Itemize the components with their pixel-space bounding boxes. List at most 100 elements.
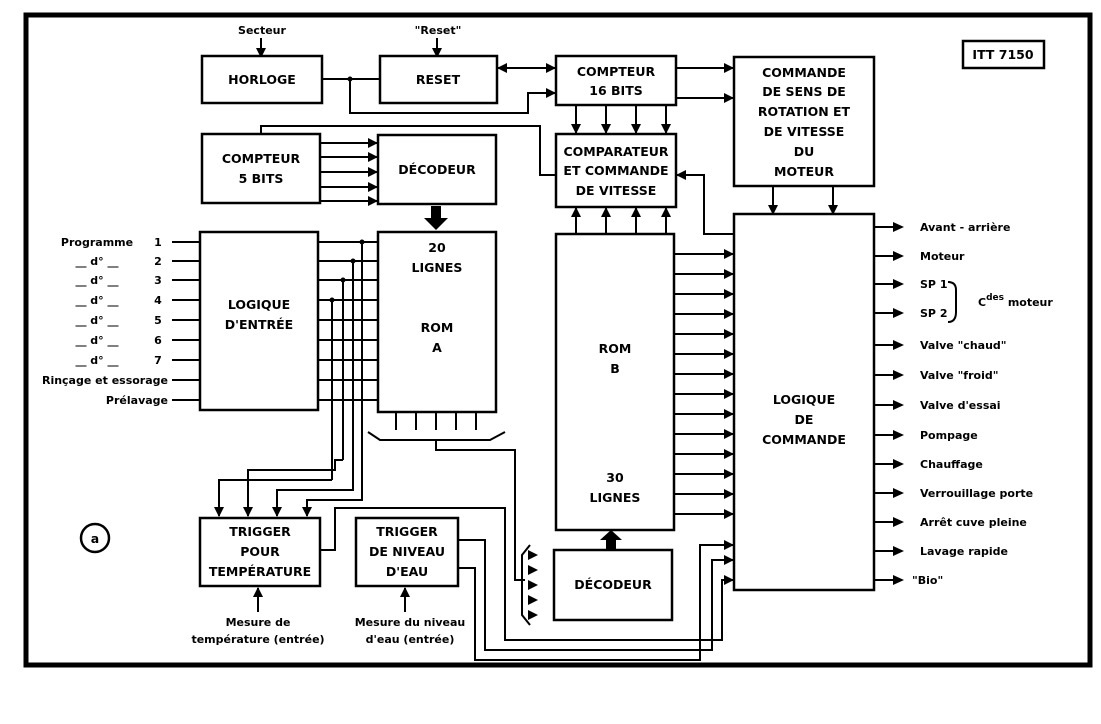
arrowhead: [724, 409, 734, 419]
output-label: SP 2: [920, 307, 947, 320]
program-input-number: 3: [154, 274, 162, 287]
svg-text:COMPTEUR: COMPTEUR: [222, 151, 301, 166]
svg-text:DE VITESSE: DE VITESSE: [576, 183, 657, 198]
svg-text:DÉCODEUR: DÉCODEUR: [574, 577, 652, 592]
program-input-label: __ d° __: [75, 354, 119, 367]
block-rom-a: 20 LIGNES ROM A: [376, 230, 498, 414]
water-level-input-label-2: d'eau (entrée): [366, 633, 455, 646]
output-label: Arrêt cuve pleine: [920, 516, 1027, 529]
svg-text:LIGNES: LIGNES: [590, 490, 641, 505]
output-label: "Bio": [912, 574, 943, 587]
svg-text:LOGIQUE: LOGIQUE: [773, 392, 835, 407]
arrowhead: [724, 509, 734, 519]
block-trigger-temperature: TRIGGER POUR TEMPÉRATURE: [198, 516, 322, 588]
svg-text:5 BITS: 5 BITS: [239, 171, 284, 186]
arrowhead: [724, 389, 734, 399]
sp-bracket-label: Cdes moteur: [978, 293, 1053, 309]
block-reset: RESET: [378, 54, 499, 105]
block-comparateur: COMPARATEUR ET COMMANDE DE VITESSE: [554, 132, 678, 209]
arrowhead: [893, 546, 904, 556]
svg-text:COMPTEUR: COMPTEUR: [577, 64, 656, 79]
svg-text:ROM: ROM: [421, 320, 454, 335]
svg-text:16 BITS: 16 BITS: [589, 83, 642, 98]
svg-text:TRIGGER: TRIGGER: [229, 524, 291, 539]
output-label: Pompage: [920, 429, 978, 442]
svg-text:B: B: [610, 361, 620, 376]
svg-text:RESET: RESET: [416, 72, 461, 87]
program-input-label: Prélavage: [106, 394, 168, 407]
input-secteur-label: Secteur: [238, 24, 286, 37]
block-decodeur-a: DÉCODEUR: [376, 133, 498, 206]
program-input-number: 5: [154, 314, 162, 327]
input-reset-label: "Reset": [415, 24, 462, 37]
svg-text:COMMANDE: COMMANDE: [762, 432, 846, 447]
reference-label: ITT 7150: [972, 47, 1033, 62]
program-input-number: 1: [154, 236, 162, 249]
svg-text:D'ENTRÉE: D'ENTRÉE: [225, 317, 293, 332]
arrowhead: [893, 308, 904, 318]
output-label: Chauffage: [920, 458, 983, 471]
program-input-number: 6: [154, 334, 162, 347]
arrowhead: [724, 349, 734, 359]
program-input-label: __ d° __: [75, 274, 119, 287]
program-input-label: __ d° __: [75, 314, 119, 327]
sp-bracket: Cdes moteur: [947, 281, 1053, 323]
output-label: Moteur: [920, 250, 965, 263]
svg-text:TRIGGER: TRIGGER: [376, 524, 438, 539]
arrowhead: [893, 251, 904, 261]
svg-text:TEMPÉRATURE: TEMPÉRATURE: [209, 564, 311, 579]
svg-text:POUR: POUR: [240, 544, 280, 559]
output-label: Valve "froid": [920, 369, 998, 382]
output-label: SP 1: [920, 278, 947, 291]
reference-tag: ITT 7150: [961, 39, 1046, 70]
arrowhead: [893, 459, 904, 469]
arrowhead: [893, 400, 904, 410]
arrowhead: [724, 369, 734, 379]
svg-text:LIGNES: LIGNES: [412, 260, 463, 275]
svg-text:DE VITESSE: DE VITESSE: [764, 124, 845, 139]
svg-text:DE: DE: [795, 412, 814, 427]
svg-text:DÉCODEUR: DÉCODEUR: [398, 162, 476, 177]
arrowhead: [893, 279, 904, 289]
svg-text:30: 30: [606, 470, 624, 485]
arrowhead: [724, 449, 734, 459]
svg-text:LOGIQUE: LOGIQUE: [228, 297, 290, 312]
figure-label: a: [79, 522, 111, 554]
program-input-label: Rinçage et essorage: [42, 374, 168, 387]
arrowhead: [724, 429, 734, 439]
svg-text:DE SENS DE: DE SENS DE: [762, 84, 846, 99]
block-horloge: HORLOGE: [200, 54, 324, 105]
block-trigger-niveau-eau: TRIGGER DE NIVEAU D'EAU: [354, 516, 460, 588]
svg-text:D'EAU: D'EAU: [386, 564, 428, 579]
svg-text:A: A: [432, 340, 442, 355]
output-label: Lavage rapide: [920, 545, 1008, 558]
block-compteur-16-bits: COMPTEUR 16 BITS: [554, 54, 678, 107]
arrowhead: [893, 340, 904, 350]
svg-text:ET COMMANDE: ET COMMANDE: [563, 163, 668, 178]
svg-text:HORLOGE: HORLOGE: [228, 72, 296, 87]
arrowhead: [724, 269, 734, 279]
svg-text:ROTATION ET: ROTATION ET: [758, 104, 851, 119]
block-commande-moteur: COMMANDE DE SENS DE ROTATION ET DE VITES…: [732, 55, 876, 188]
arrowhead: [724, 489, 734, 499]
temperature-input-label: Mesure de: [226, 616, 291, 629]
svg-text:DE NIVEAU: DE NIVEAU: [369, 544, 445, 559]
arrowhead: [893, 430, 904, 440]
block-compteur-5-bits: COMPTEUR 5 BITS: [200, 132, 322, 205]
block-logique-entree: LOGIQUE D'ENTRÉE: [198, 230, 320, 412]
water-level-input-label: Mesure du niveau: [355, 616, 466, 629]
block-decodeur-b: DÉCODEUR: [552, 548, 674, 622]
svg-text:COMMANDE: COMMANDE: [762, 65, 846, 80]
diagram-frame: [23, 12, 1093, 668]
svg-text:20: 20: [428, 240, 446, 255]
junction-dots: [329, 76, 365, 303]
program-input-number: 2: [154, 255, 162, 268]
arrowhead: [893, 222, 904, 232]
arrowhead: [893, 488, 904, 498]
arrowhead: [724, 249, 734, 259]
program-input-label: Programme: [61, 236, 133, 249]
svg-text:DU: DU: [794, 144, 815, 159]
program-input-number: 4: [154, 294, 162, 307]
